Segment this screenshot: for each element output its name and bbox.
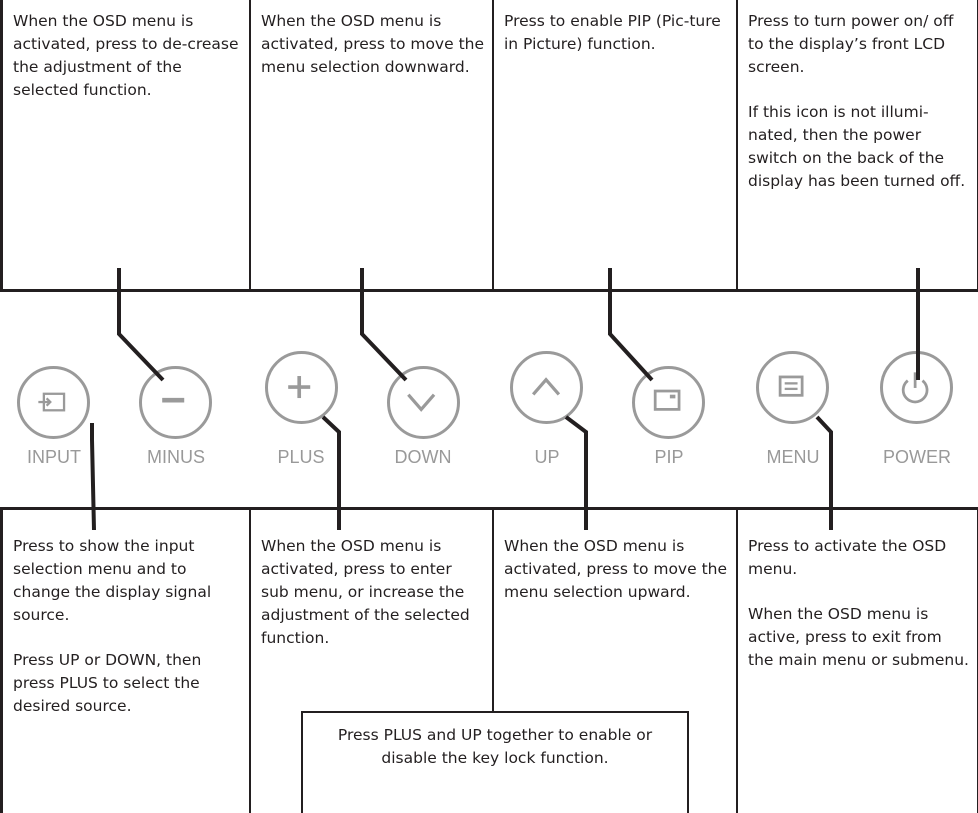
up-label: UP <box>534 447 560 467</box>
plus-description-cell: When the OSD menu is activated, press to… <box>249 510 494 813</box>
power-switch-note-text: If this icon is not illumi-nated, then t… <box>748 103 966 190</box>
pip-description-text: Press to enable PIP (Pic-ture in Picture… <box>504 12 721 53</box>
bottom-description-panel: Press to show the input selection menu a… <box>0 507 978 813</box>
input-leader-line <box>90 423 96 531</box>
menu-button[interactable] <box>756 351 829 424</box>
menu-icon <box>778 375 804 397</box>
minus-icon <box>162 397 185 403</box>
down-button[interactable] <box>387 366 460 439</box>
minus-label: MINUS <box>147 447 205 467</box>
power-icon <box>901 372 929 404</box>
down-leader-line <box>360 268 408 382</box>
top-description-panel: When the OSD menu is activated, press to… <box>0 0 978 292</box>
up-button[interactable] <box>510 351 583 424</box>
input-label: INPUT <box>27 447 81 467</box>
input-source-select-text: Press UP or DOWN, then press PLUS to sel… <box>13 651 202 715</box>
plus-leader-line <box>321 415 341 530</box>
chevron-up-icon <box>531 377 561 396</box>
minus-description-cell: When the OSD menu is activated, press to… <box>3 0 251 289</box>
chevron-down-icon <box>407 393 436 412</box>
pip-leader-line <box>608 268 654 382</box>
minus-button[interactable] <box>139 366 212 439</box>
down-description-cell: When the OSD menu is activated, press to… <box>249 0 494 289</box>
power-label: POWER <box>882 447 951 467</box>
pip-description-cell: Press to enable PIP (Pic-ture in Picture… <box>492 0 738 289</box>
up-description-cell: When the OSD menu is activated, press to… <box>492 510 738 813</box>
menu-leader-line <box>815 415 833 530</box>
pip-label: PIP <box>654 447 684 467</box>
plus-icon <box>288 376 311 399</box>
key-lock-note-text: Press PLUS and UP together to enable or … <box>337 726 653 767</box>
power-description-cell: Press to turn power on/ off to the displ… <box>736 0 978 289</box>
input-description-text: Press to show the input selection menu a… <box>13 537 212 624</box>
up-description-text: When the OSD menu is activated, press to… <box>504 537 728 601</box>
down-description-text: When the OSD menu is activated, press to… <box>261 12 485 76</box>
down-label: DOWN <box>394 447 452 467</box>
up-leader-line <box>564 415 588 530</box>
input-button[interactable] <box>17 366 90 439</box>
minus-description-text: When the OSD menu is activated, press to… <box>13 12 239 99</box>
menu-description-text: Press to activate the OSD menu. <box>748 537 947 578</box>
menu-exit-text: When the OSD menu is active, press to ex… <box>748 605 969 669</box>
input-icon <box>38 392 66 412</box>
pip-icon <box>653 389 681 411</box>
menu-description-cell: Press to activate the OSD menu. When the… <box>736 510 978 813</box>
input-description-cell: Press to show the input selection menu a… <box>3 510 251 813</box>
menu-label: MENU <box>766 447 820 467</box>
minus-leader-line <box>117 268 165 382</box>
pip-button[interactable] <box>632 366 705 439</box>
plus-label: PLUS <box>277 447 325 467</box>
power-description-text: Press to turn power on/ off to the displ… <box>748 12 954 76</box>
key-lock-note: Press PLUS and UP together to enable or … <box>301 711 689 813</box>
plus-description-text: When the OSD menu is activated, press to… <box>261 537 470 647</box>
plus-button[interactable] <box>265 351 338 424</box>
